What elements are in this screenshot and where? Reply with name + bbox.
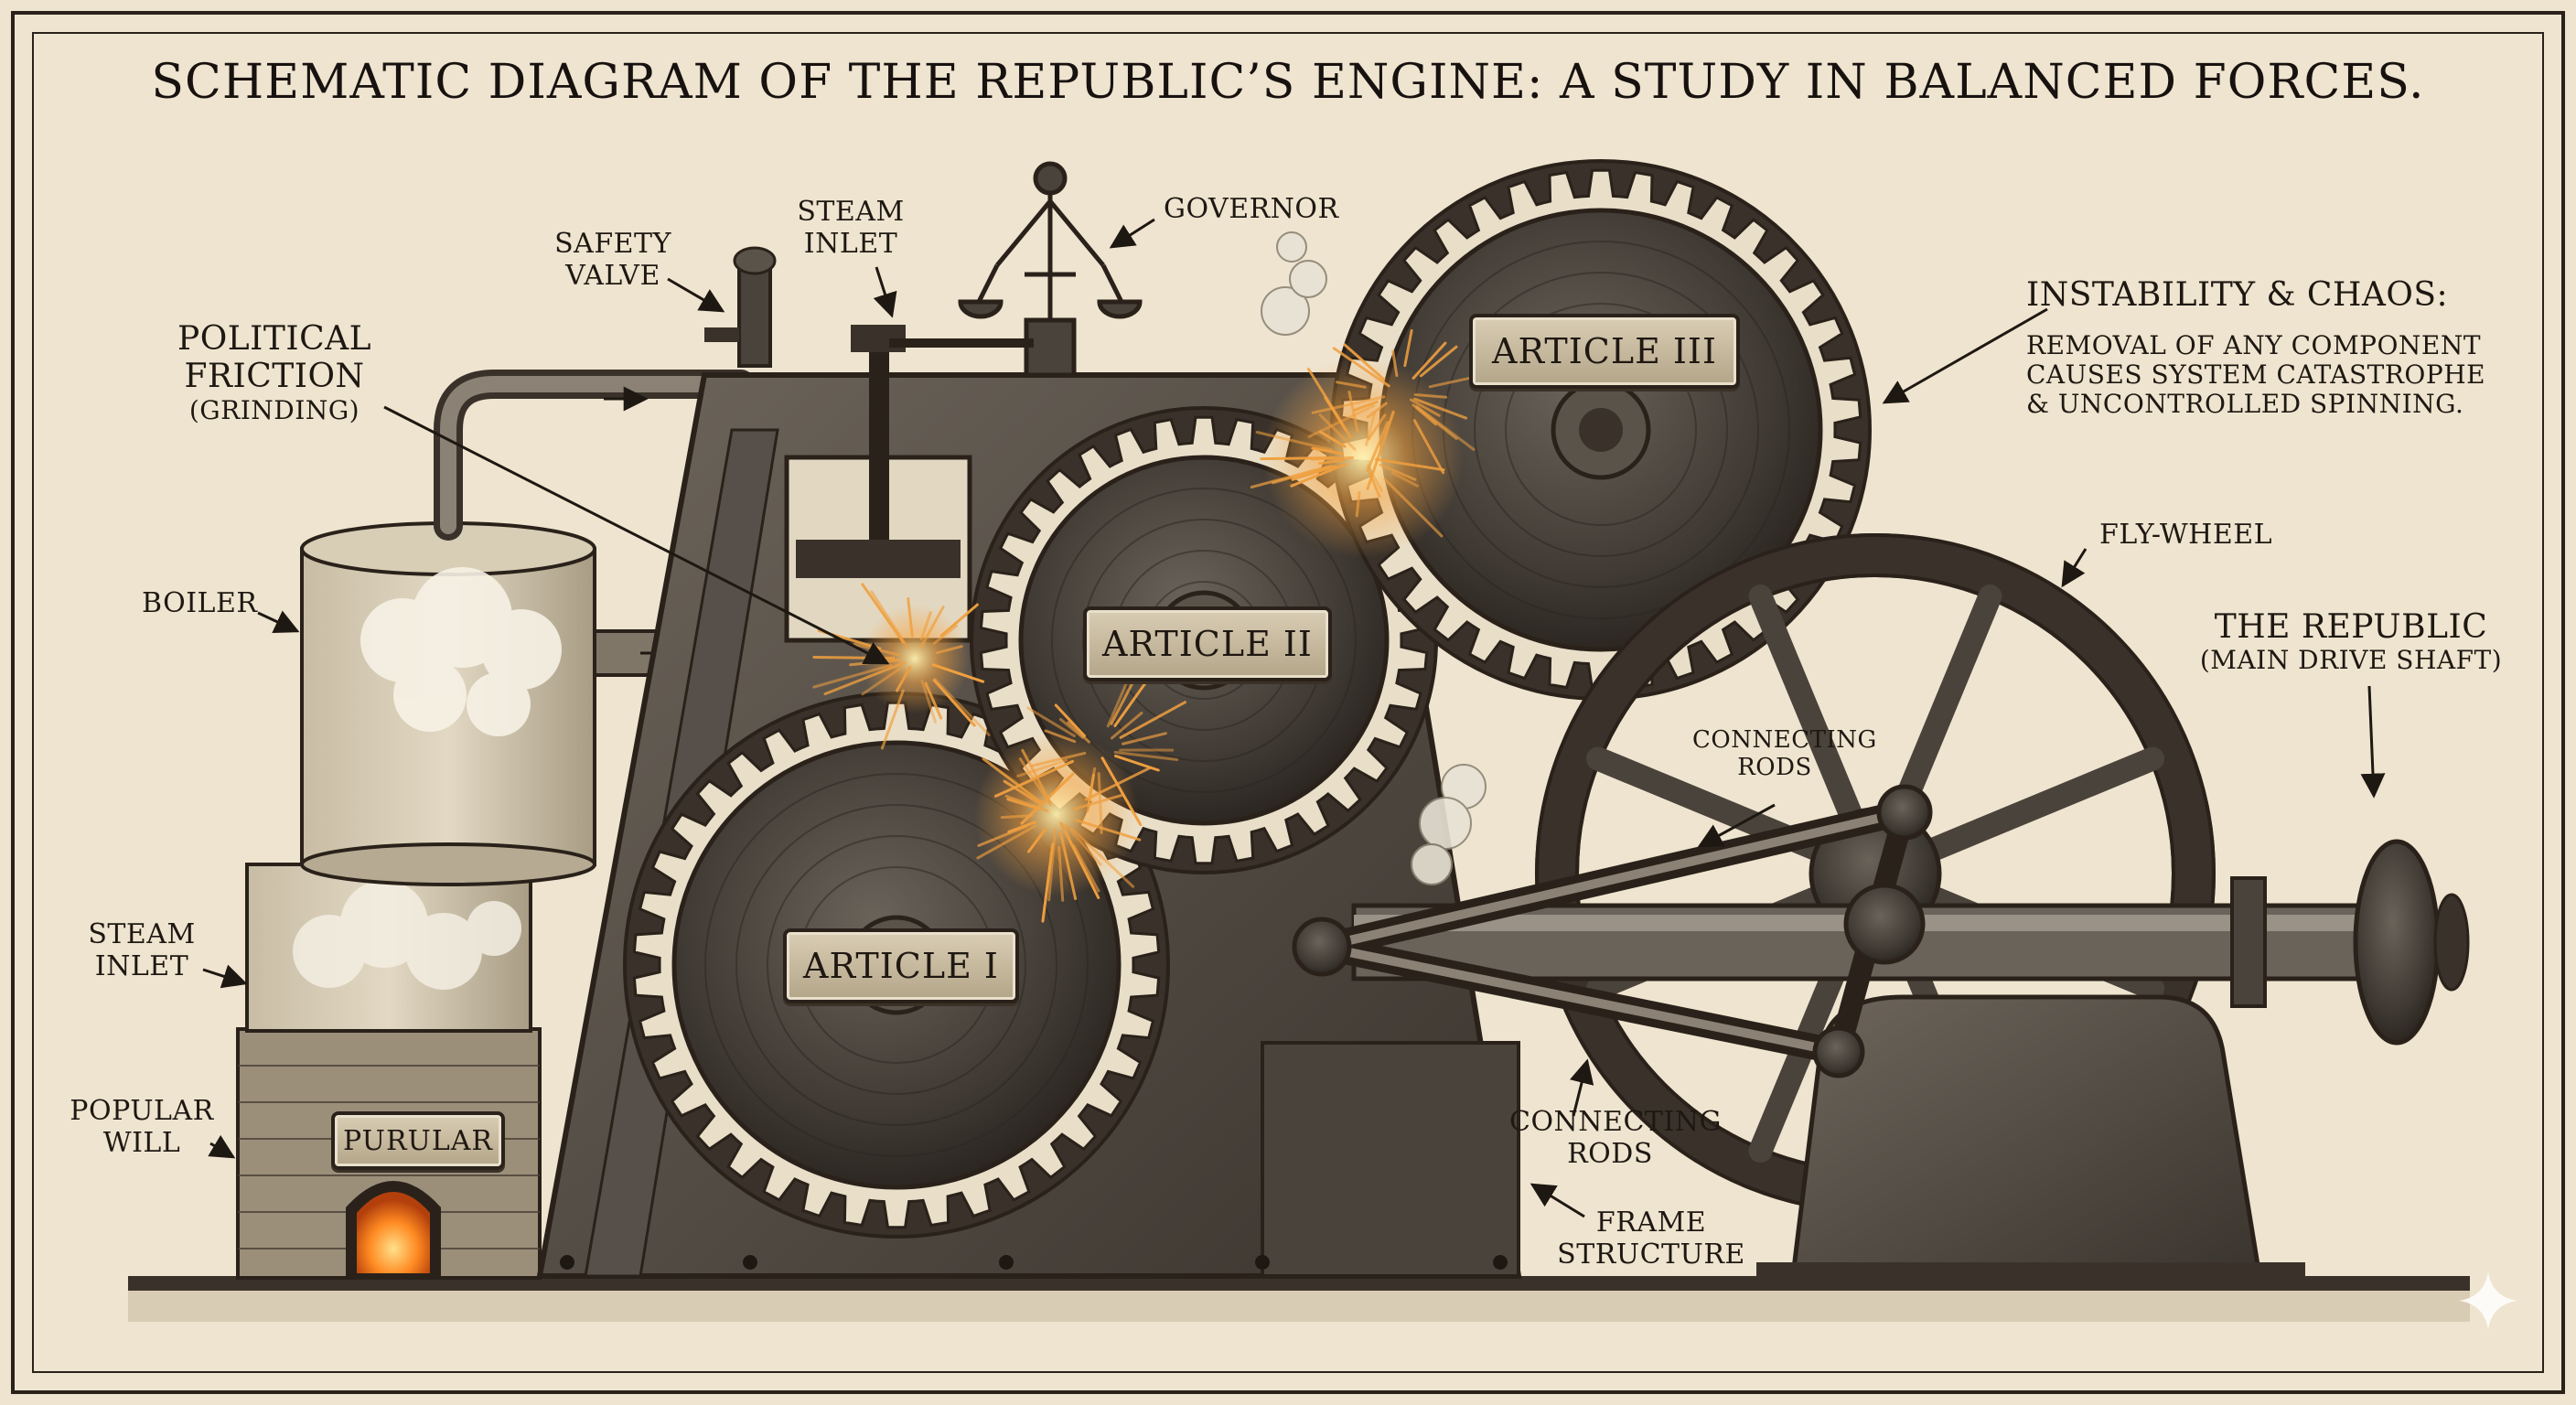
label-political-friction: POLITICAL FRICTION (GRINDING) [177,320,372,425]
steam-cylinder [784,325,972,643]
bearing-pedestal [1790,994,2262,1279]
friction-sparks [812,328,1512,923]
label-safety-valve: SAFETY VALVE [554,228,671,292]
inner-border [32,32,2544,1373]
rod-joints [1292,784,1933,1078]
label-steam-inlet-left: STEAM INLET [88,918,196,982]
label-the-republic: THE REPUBLIC (MAIN DRIVE SHAFT) [2199,608,2503,676]
sparkle-icon [2459,1271,2517,1330]
chamber-steam-cloud [293,880,521,990]
label-connecting-rods-upper: CONNECTING RODS [1692,726,1877,781]
label-fly-wheel: FLY-WHEEL [2099,519,2273,551]
leader-lines [202,218,2386,1218]
label-connecting-rods-lower: CONNECTING RODS [1509,1106,1722,1170]
governor [958,161,1143,378]
ground-line [128,1276,2470,1291]
firebox-fire [357,1192,430,1273]
smoke-puffs [1261,231,1487,885]
label-instability-title: INSTABILITY & CHAOS: [2026,276,2449,314]
page-title: SCHEMATIC DIAGRAM OF THE REPUBLIC’S ENGI… [151,55,2425,110]
firebox-plate: PURULAR [331,1111,505,1170]
safety-valve [704,246,777,368]
gear-plate-article-1: ARTICLE I [783,928,1019,1003]
label-frame-structure: FRAME STRUCTURE [1557,1207,1745,1271]
label-governor: GOVERNOR [1164,193,1339,225]
gear-plate-article-2: ARTICLE II [1083,606,1332,681]
connecting-rods [1309,799,1917,1065]
gear-plate-article-3: ARTICLE III [1469,314,1740,389]
label-steam-inlet-top: STEAM INLET [797,196,905,260]
label-popular-will: POPULAR WILL [70,1095,214,1159]
boiler-tank [300,521,596,886]
ground-shadow [128,1291,2470,1322]
label-instability-body: REMOVAL OF ANY COMPONENT CAUSES SYSTEM C… [2026,330,2486,420]
label-boiler: BOILER [142,587,258,619]
